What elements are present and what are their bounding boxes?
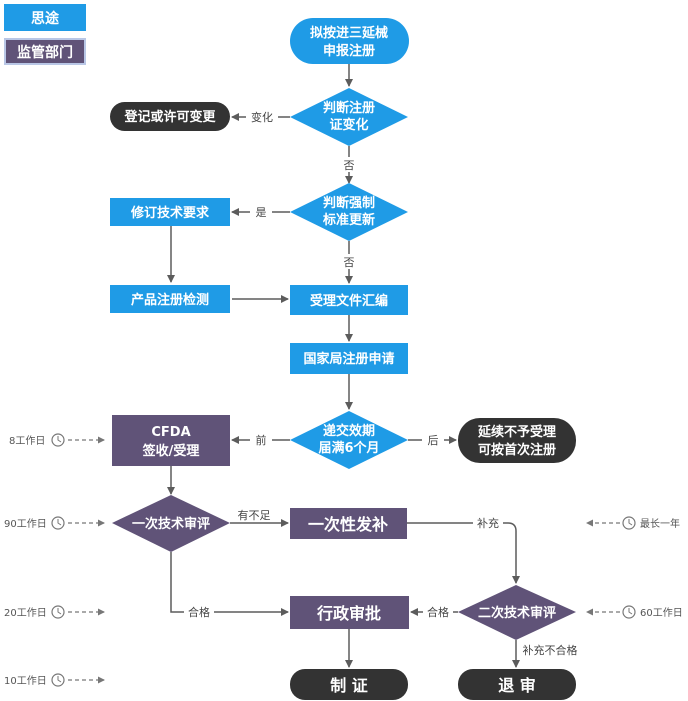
node-certificate: 制 证 [290,669,408,700]
svg-text:拟按进三延械: 拟按进三延械 [310,25,388,41]
node-second-review: 二次技术审评 [458,585,576,640]
node-no-renewal: 延续不予受理 可按首次注册 [458,418,576,463]
label-supplement: 补充 [477,516,499,530]
node-cfda-accept: CFDA 签收/受理 [112,415,230,466]
svg-text:标准更新: 标准更新 [322,212,375,228]
svg-text:登记或许可变更: 登记或许可变更 [123,109,216,125]
timeline-8-days: 8工作日 [9,433,105,447]
svg-text:CFDA: CFDA [151,425,190,440]
legend-regulator: 监管部门 [4,38,86,65]
edge-labels: 变化 否 是 否 前 后 有不足 补充 合格 合格 补充不合格 [184,109,581,657]
clock-icon [51,433,65,447]
node-start: 拟按进三延械 申报注册 [290,18,409,64]
node-compile-docs: 受理文件汇编 [290,285,408,315]
label-yes: 是 [256,206,267,219]
label-pass-2: 合格 [427,605,449,619]
clock-icon [622,605,636,619]
clock-icon [51,673,65,687]
svg-text:制 证: 制 证 [330,676,368,695]
node-first-review: 一次技术审评 [112,495,230,552]
node-apply-national: 国家局注册申请 [290,343,408,374]
svg-text:递交效期: 递交效期 [323,423,375,439]
label-pass-1: 合格 [188,605,210,619]
legend-company: 思途 [4,4,86,31]
svg-text:60工作日: 60工作日 [640,607,683,619]
timeline-60-days: 60工作日 [586,605,683,619]
svg-text:申报注册: 申报注册 [323,43,375,59]
svg-text:届满6个月: 届满6个月 [318,440,379,456]
node-judge-change: 判断注册 证变化 [290,88,408,146]
svg-text:二次技术审评: 二次技术审评 [478,605,556,621]
timeline-20-days: 20工作日 [4,605,105,619]
node-revise-tech: 修订技术要求 [110,198,230,226]
node-register-change: 登记或许可变更 [110,102,230,131]
svg-text:修订技术要求: 修订技术要求 [130,205,210,221]
node-product-test: 产品注册检测 [110,285,230,313]
timeline-10-days: 10工作日 [4,673,105,687]
arrow-first-review-to-approval [170,552,289,616]
svg-text:产品注册检测: 产品注册检测 [131,292,209,308]
node-admin-approval: 行政审批 [290,596,409,629]
node-reject: 退 审 [458,669,576,700]
svg-text:一次性发补: 一次性发补 [308,515,388,534]
svg-text:8工作日: 8工作日 [9,435,45,447]
svg-text:判断强制: 判断强制 [323,195,375,211]
svg-text:一次技术审评: 一次技术审评 [132,516,210,532]
clock-icon [51,516,65,530]
node-supplement-once: 一次性发补 [290,508,407,539]
svg-text:延续不予受理: 延续不予受理 [477,424,556,440]
svg-text:判断注册: 判断注册 [323,100,375,116]
label-change: 变化 [251,110,273,124]
clock-icon [51,605,65,619]
svg-text:国家局注册申请: 国家局注册申请 [303,351,394,367]
clock-icon [622,516,636,530]
label-supplement-fail: 补充不合格 [523,643,578,657]
label-before: 前 [256,433,267,447]
arrow-supplement-to-second-review [407,522,520,584]
label-insufficient: 有不足 [238,508,271,522]
svg-text:退 审: 退 审 [498,676,536,695]
svg-text:证变化: 证变化 [329,117,368,133]
timeline-90-days: 90工作日 [4,516,105,530]
label-no-2: 否 [344,256,355,269]
svg-text:90工作日: 90工作日 [4,518,47,530]
svg-text:行政审批: 行政审批 [316,604,381,623]
svg-text:签收/受理: 签收/受理 [142,443,200,459]
svg-text:20工作日: 20工作日 [4,607,47,619]
svg-text:最长一年: 最长一年 [640,517,680,530]
label-after: 后 [428,434,439,447]
node-judge-submit: 递交效期 届满6个月 [290,411,408,469]
svg-text:可按首次注册: 可按首次注册 [478,442,556,458]
label-no-1: 否 [344,159,355,172]
node-judge-standard: 判断强制 标准更新 [290,183,408,241]
svg-text:10工作日: 10工作日 [4,675,47,687]
timeline-max-year: 最长一年 [586,516,680,530]
svg-text:受理文件汇编: 受理文件汇编 [310,293,388,309]
